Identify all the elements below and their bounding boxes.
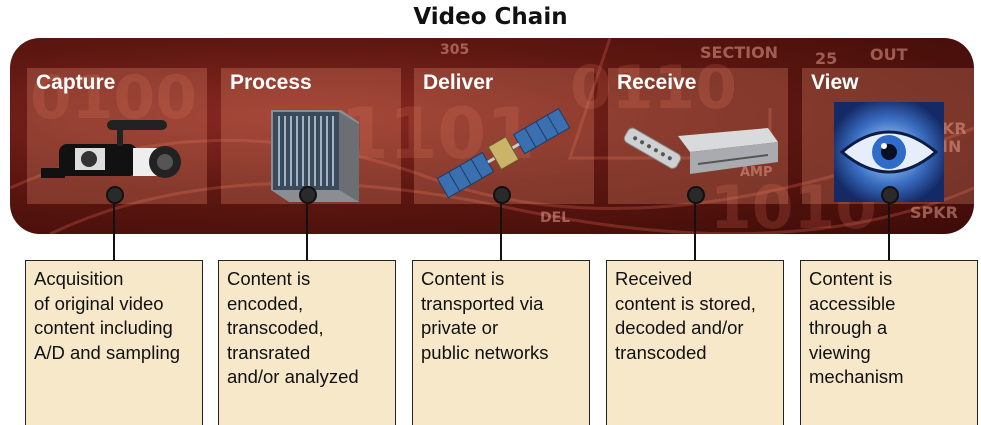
bg-text-25: 25 xyxy=(815,49,837,68)
connector-dot-process xyxy=(299,186,317,204)
connector-line-view xyxy=(888,202,890,260)
stage-view: View xyxy=(802,68,974,204)
connector-dot-view xyxy=(881,186,899,204)
bg-text-in: IN xyxy=(942,137,961,156)
stage-label-capture: Capture xyxy=(36,71,116,94)
video-chain-band: 0100 1101 0110 1010 SECTION 25 OUT SPKR … xyxy=(10,38,974,234)
bg-text-del: DEL xyxy=(540,210,570,226)
background-decoration: 0100 1101 0110 1010 SECTION 25 OUT SPKR … xyxy=(10,38,974,234)
description-deliver: Content is transported via private or pu… xyxy=(421,268,549,363)
description-box-capture: Acquisition of original video content in… xyxy=(25,260,203,425)
bg-text-spkr: SPKR xyxy=(910,203,958,222)
description-box-process: Content is encoded, transcoded, transrat… xyxy=(218,260,396,425)
description-view: Content is accessible through a viewing … xyxy=(809,268,904,387)
bg-text-amp: AMP xyxy=(740,165,773,180)
stage-label-receive: Receive xyxy=(617,71,697,94)
bg-text-out: OUT xyxy=(870,45,908,64)
video-camera-icon xyxy=(41,120,181,178)
stage-capture: Capture xyxy=(27,68,207,204)
connector-dot-capture xyxy=(106,186,124,204)
set-top-box-icon xyxy=(623,127,778,174)
diagram-title: Video Chain xyxy=(413,4,568,30)
bg-text-section: SECTION xyxy=(700,43,778,62)
stage-label-process: Process xyxy=(230,71,312,94)
description-receive: Received content is stored, decoded and/… xyxy=(615,268,756,363)
connector-line-deliver xyxy=(500,202,502,260)
connector-dot-deliver xyxy=(493,186,511,204)
satellite-icon xyxy=(436,107,571,199)
server-rack-icon xyxy=(271,110,359,202)
stage-receive: Receive xyxy=(608,68,788,204)
connector-dot-receive xyxy=(687,186,705,204)
stage-deliver: Deliver xyxy=(414,68,594,204)
description-box-deliver: Content is transported via private or pu… xyxy=(412,260,590,425)
stage-label-deliver: Deliver xyxy=(423,71,494,94)
stage-process: Process xyxy=(221,68,401,204)
description-box-receive: Received content is stored, decoded and/… xyxy=(606,260,784,425)
description-capture: Acquisition of original video content in… xyxy=(34,268,181,363)
connector-line-receive xyxy=(694,202,696,260)
bg-text-kr: KR xyxy=(942,119,967,138)
bg-text-305: 305 xyxy=(440,42,469,58)
svg-text:0110: 0110 xyxy=(570,53,737,123)
description-box-view: Content is accessible through a viewing … xyxy=(800,260,978,425)
connector-line-capture xyxy=(113,202,115,260)
connector-line-process xyxy=(306,202,308,260)
description-process: Content is encoded, transcoded, transrat… xyxy=(227,268,359,387)
stage-label-view: View xyxy=(811,71,859,94)
eye-icon xyxy=(834,102,944,202)
